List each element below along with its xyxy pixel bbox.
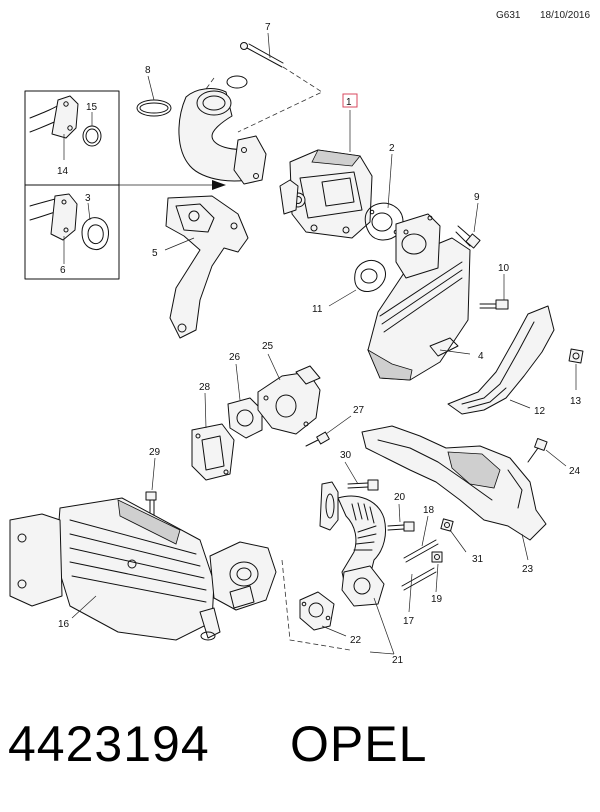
- diagram-code: G631: [496, 10, 521, 21]
- callout-8: 8: [145, 65, 151, 76]
- highlight-box: [342, 93, 358, 108]
- upper-assembly: [136, 42, 584, 415]
- callout-28: 28: [199, 382, 211, 393]
- callout-22: 22: [350, 635, 362, 646]
- callout-18: 18: [423, 505, 435, 516]
- callout-24: 24: [569, 466, 581, 477]
- callout-6: 6: [60, 265, 66, 276]
- part-number: 4423194: [8, 716, 210, 772]
- callout-12: 12: [534, 406, 546, 417]
- callout-14: 14: [57, 166, 69, 177]
- callout-29: 29: [149, 447, 161, 458]
- brand-name: OPEL: [290, 716, 428, 772]
- inset-box: [24, 90, 226, 280]
- callout-31: 31: [472, 554, 484, 565]
- callout-16: 16: [58, 619, 70, 630]
- callout-labels: 1 2 3 4 5 6 7 8 9 10 11 12 13 14 15 16 1…: [57, 22, 582, 666]
- callout-23: 23: [522, 564, 534, 575]
- callout-20: 20: [394, 492, 406, 503]
- callout-15: 15: [86, 102, 98, 113]
- callout-11: 11: [312, 304, 323, 315]
- diagram-date: 18/10/2016: [540, 10, 591, 21]
- callout-7: 7: [265, 22, 271, 33]
- callout-13: 13: [570, 396, 582, 407]
- callout-21: 21: [392, 655, 404, 666]
- callout-25: 25: [262, 341, 274, 352]
- leader-lines: [63, 32, 577, 655]
- callout-30: 30: [340, 450, 352, 461]
- callout-9: 9: [474, 192, 480, 203]
- callout-26: 26: [229, 352, 241, 363]
- callout-3: 3: [85, 193, 91, 204]
- middle-assembly: [9, 365, 548, 651]
- callout-19: 19: [431, 594, 443, 605]
- callout-4: 4: [478, 351, 484, 362]
- callout-27: 27: [353, 405, 365, 416]
- callout-17: 17: [403, 616, 415, 627]
- callout-1: 1: [346, 97, 352, 108]
- callout-10: 10: [498, 263, 510, 274]
- callout-2: 2: [389, 143, 395, 154]
- callout-5: 5: [152, 248, 158, 259]
